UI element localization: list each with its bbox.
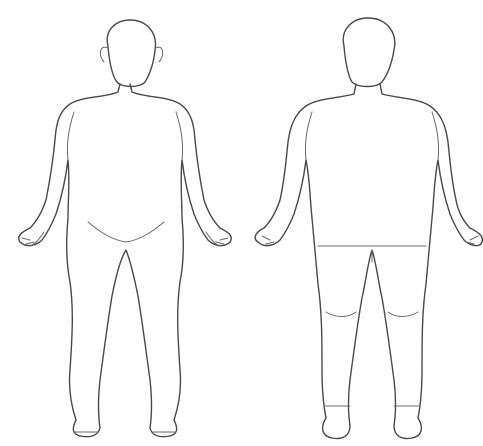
- front-right-hand: [206, 232, 228, 246]
- front-right-inner-arm: [176, 112, 183, 160]
- back-left-hand: [262, 236, 274, 244]
- back-body-figure: [255, 18, 482, 439]
- back-left-knee-line: [326, 312, 356, 317]
- front-head: [107, 20, 155, 87]
- back-head: [343, 18, 395, 87]
- back-body-outline: [255, 84, 482, 439]
- front-left-ear: [100, 47, 108, 62]
- back-right-inner-arm: [432, 112, 439, 160]
- back-right-hand: [466, 236, 478, 244]
- front-right-ear: [156, 47, 163, 62]
- front-body-outline: [19, 84, 232, 437]
- back-right-knee-line: [388, 312, 418, 317]
- front-body-figure: [19, 20, 232, 437]
- front-pelvis-line: [88, 222, 164, 242]
- front-left-hand: [22, 232, 44, 246]
- back-left-inner-arm: [305, 112, 312, 160]
- front-left-inner-arm: [67, 112, 74, 160]
